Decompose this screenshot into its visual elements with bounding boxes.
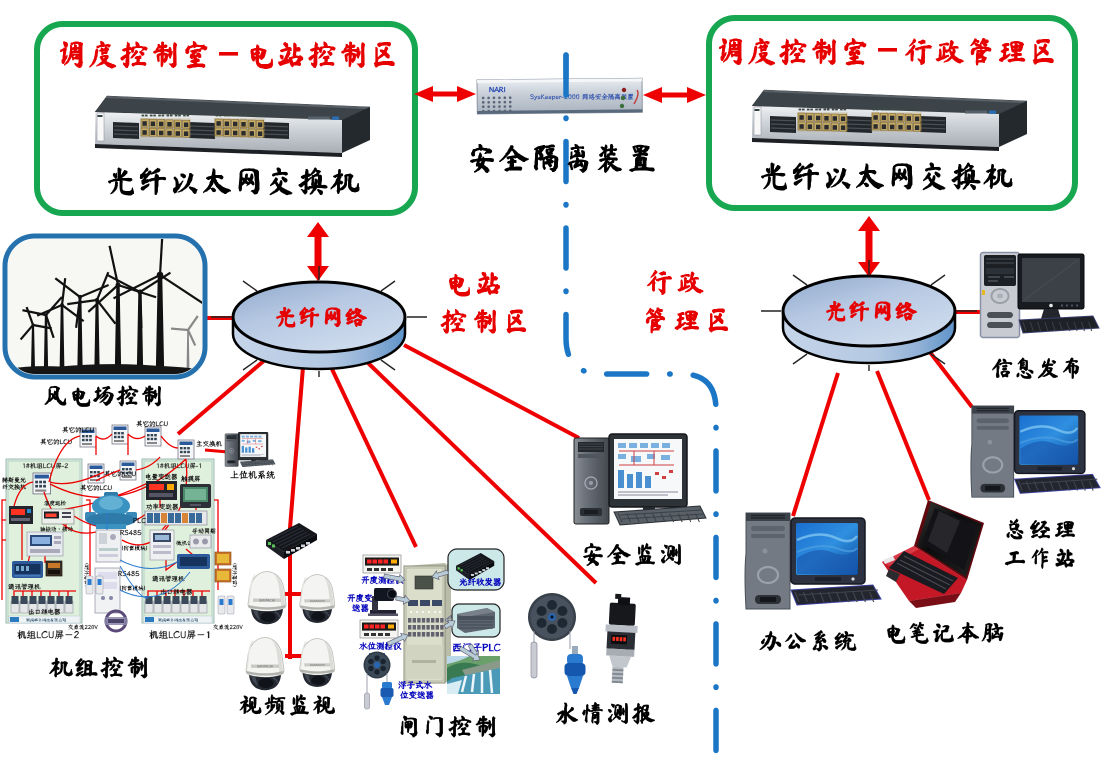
svg-text:SANTACHI: SANTACHI <box>310 599 325 603</box>
svg-text:SANTACHI: SANTACHI <box>259 598 275 602</box>
svg-text:SANTACHI: SANTACHI <box>257 664 273 668</box>
svg-text:SANTACHI: SANTACHI <box>310 663 325 667</box>
